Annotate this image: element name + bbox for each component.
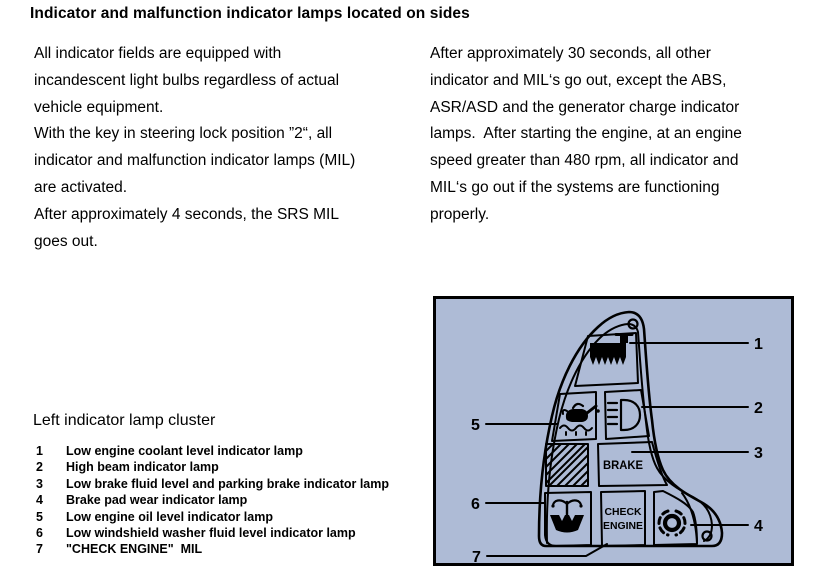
legend-item: 7 "CHECK ENGINE" MIL bbox=[36, 542, 389, 558]
legend-item: 4 Brake pad wear indicator lamp bbox=[36, 493, 389, 509]
text-line: After approximately 4 seconds, the SRS M… bbox=[34, 205, 339, 223]
check-engine-label-line2: ENGINE bbox=[603, 520, 643, 532]
legend-heading: Left indicator lamp cluster bbox=[33, 412, 216, 429]
legend-item-number: 7 bbox=[36, 542, 43, 557]
legend-item-label: Low engine oil level indicator lamp bbox=[66, 509, 273, 524]
text-line: ASR/ASD and the generator charge indicat… bbox=[430, 98, 740, 116]
brake-pad-wear-icon bbox=[657, 509, 687, 537]
legend-item-label: High beam indicator lamp bbox=[66, 460, 219, 475]
legend-item-label: Low brake fluid level and parking brake … bbox=[66, 476, 389, 491]
callout-2: 2 bbox=[754, 400, 763, 417]
legend-item-label: Brake pad wear indicator lamp bbox=[66, 493, 248, 508]
text-line: properly. bbox=[430, 205, 490, 223]
high-beam-cell bbox=[604, 389, 650, 440]
screw-hole-bottom bbox=[701, 530, 713, 542]
brake-cell bbox=[597, 441, 668, 487]
legend-item: 5 Low engine oil level indicator lamp bbox=[36, 510, 389, 526]
screw-hole-top bbox=[627, 318, 639, 330]
legend-item: 6 Low windshield washer fluid level indi… bbox=[36, 526, 389, 542]
legend-item-number: 2 bbox=[36, 460, 43, 475]
legend-item-number: 5 bbox=[36, 509, 43, 524]
lamp-cluster-figure: BRAKE CHECK ENGINE 1 2 3 4 5 6 7 bbox=[433, 296, 794, 566]
legend-item-number: 4 bbox=[36, 493, 43, 508]
coolant-level-icon bbox=[590, 333, 634, 365]
page-title: Indicator and malfunction indicator lamp… bbox=[30, 5, 470, 22]
callout-5: 5 bbox=[471, 417, 480, 434]
high-beam-icon bbox=[606, 398, 642, 432]
text-line: MIL‘s go out if the systems are function… bbox=[430, 178, 720, 196]
legend-item: 2 High beam indicator lamp bbox=[36, 460, 389, 476]
text-line: goes out. bbox=[34, 232, 98, 250]
check-engine-label-line1: CHECK bbox=[605, 506, 642, 518]
text-line: With the key in steering lock position ”… bbox=[34, 125, 333, 143]
legend-list: 1 Low engine coolant level indicator lam… bbox=[36, 444, 389, 559]
text-line: vehicle equipment. bbox=[34, 98, 164, 116]
hatch-pattern bbox=[545, 443, 589, 487]
text-line: incandescent light bulbs regardless of a… bbox=[34, 71, 340, 89]
callout-7: 7 bbox=[472, 549, 481, 563]
legend-item-number: 3 bbox=[36, 476, 43, 491]
legend-item: 1 Low engine coolant level indicator lam… bbox=[36, 444, 389, 460]
leader-line-7 bbox=[486, 543, 608, 557]
text-line: lamps. After starting the engine, at an … bbox=[430, 125, 742, 143]
legend-item-number: 1 bbox=[36, 444, 43, 458]
text-line: indicator and malfunction indicator lamp… bbox=[34, 152, 356, 170]
washer-fluid-icon bbox=[550, 499, 584, 533]
legend-item-label: "CHECK ENGINE" MIL bbox=[66, 542, 203, 557]
callout-6: 6 bbox=[471, 496, 480, 513]
cluster-outline-inner bbox=[545, 323, 713, 544]
oil-level-icon bbox=[559, 402, 600, 436]
lamp-cluster-diagram: BRAKE CHECK ENGINE 1 2 3 4 5 6 7 bbox=[471, 310, 763, 563]
check-engine-cell bbox=[600, 490, 646, 547]
callout-3: 3 bbox=[754, 445, 763, 462]
legend-item-number: 6 bbox=[36, 525, 43, 540]
brake-pad-cell bbox=[653, 490, 698, 546]
legend-item-label: Low windshield washer fluid level indica… bbox=[66, 525, 356, 540]
callout-1: 1 bbox=[754, 336, 763, 353]
text-line: indicator and MIL‘s go out, except the A… bbox=[430, 71, 727, 89]
callout-4: 4 bbox=[754, 518, 763, 535]
intro-paragraph-right: After approximately 30 seconds, all othe… bbox=[430, 41, 829, 229]
legend-item: 3 Low brake fluid level and parking brak… bbox=[36, 477, 389, 493]
text-line: are activated. bbox=[34, 178, 128, 196]
intro-paragraph-left: All indicator fields are equipped with i… bbox=[34, 41, 430, 255]
text-line: After approximately 30 seconds, all othe… bbox=[430, 45, 711, 62]
callout-leader-lines bbox=[485, 342, 749, 557]
text-line: speed greater than 480 rpm, all indicato… bbox=[430, 152, 739, 170]
oil-cell bbox=[551, 391, 597, 442]
hatched-blank-cell bbox=[545, 443, 589, 487]
cluster-outline-outer bbox=[537, 310, 724, 548]
washer-cell bbox=[544, 491, 592, 547]
brake-cell-label: BRAKE bbox=[603, 460, 643, 472]
legend-item-label: Low engine coolant level indicator lamp bbox=[66, 444, 303, 458]
text-line: All indicator fields are equipped with bbox=[34, 45, 282, 62]
